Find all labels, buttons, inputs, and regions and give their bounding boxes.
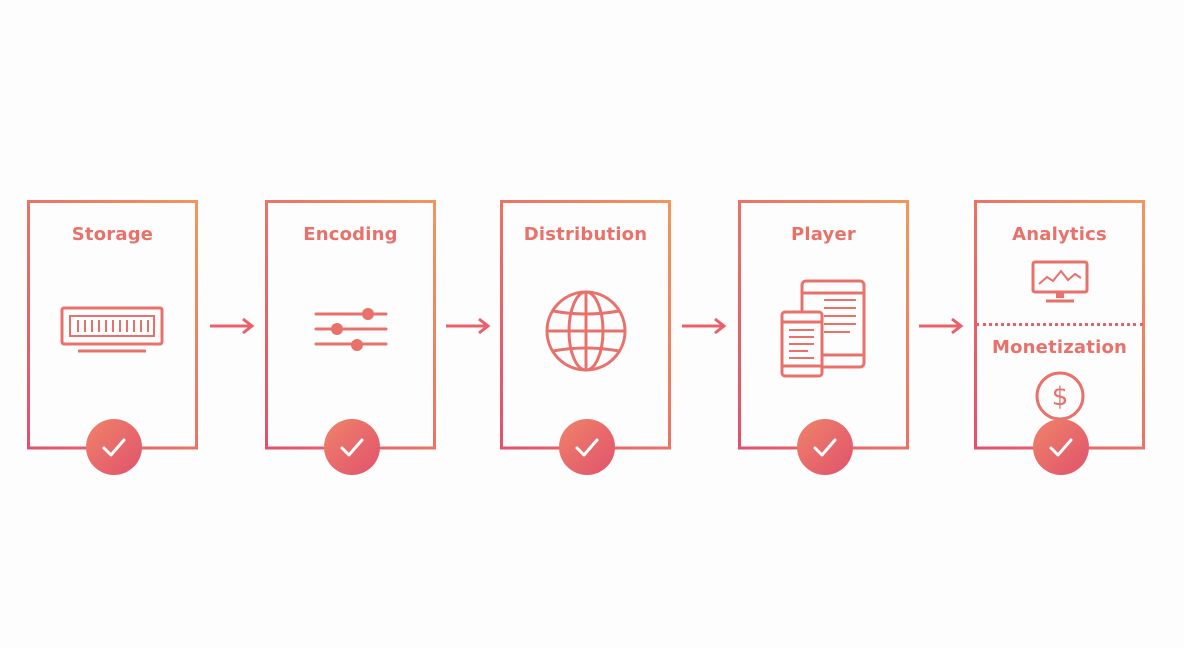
step-title: Encoding <box>303 224 398 245</box>
arrow-right-icon <box>446 317 491 335</box>
step-title: Storage <box>71 224 154 245</box>
step-frame <box>27 200 198 450</box>
arrow-right-icon <box>682 317 727 335</box>
step-storage: Storage <box>27 200 198 475</box>
step-title: Player <box>791 224 856 245</box>
step-title-secondary: Monetization <box>991 337 1128 358</box>
step-frame <box>974 200 1145 450</box>
step-player: Player <box>738 200 909 475</box>
check-icon <box>86 419 142 475</box>
step-frame <box>500 200 671 450</box>
check-icon <box>1033 419 1089 475</box>
devices-icon <box>780 279 866 378</box>
dollar-icon: $ <box>1035 371 1085 421</box>
step-title: Analytics <box>1012 224 1107 245</box>
step-encoding: Encoding <box>265 200 436 475</box>
svg-text:$: $ <box>1052 382 1069 412</box>
check-icon <box>559 419 615 475</box>
arrow-right-icon <box>210 317 255 335</box>
globe-icon <box>545 290 627 372</box>
section-divider <box>976 323 1143 326</box>
check-icon <box>797 419 853 475</box>
step-distribution: Distribution <box>500 200 671 475</box>
step-analytics-monetization: Analytics Monetization $ <box>974 200 1145 475</box>
check-icon <box>324 419 380 475</box>
storage-drive-icon <box>60 306 164 353</box>
monitor-chart-icon <box>1031 260 1089 303</box>
step-frame <box>265 200 436 450</box>
step-frame <box>738 200 909 450</box>
arrow-right-icon <box>919 317 964 335</box>
step-title: Distribution <box>523 224 648 245</box>
sliders-icon <box>314 308 388 351</box>
